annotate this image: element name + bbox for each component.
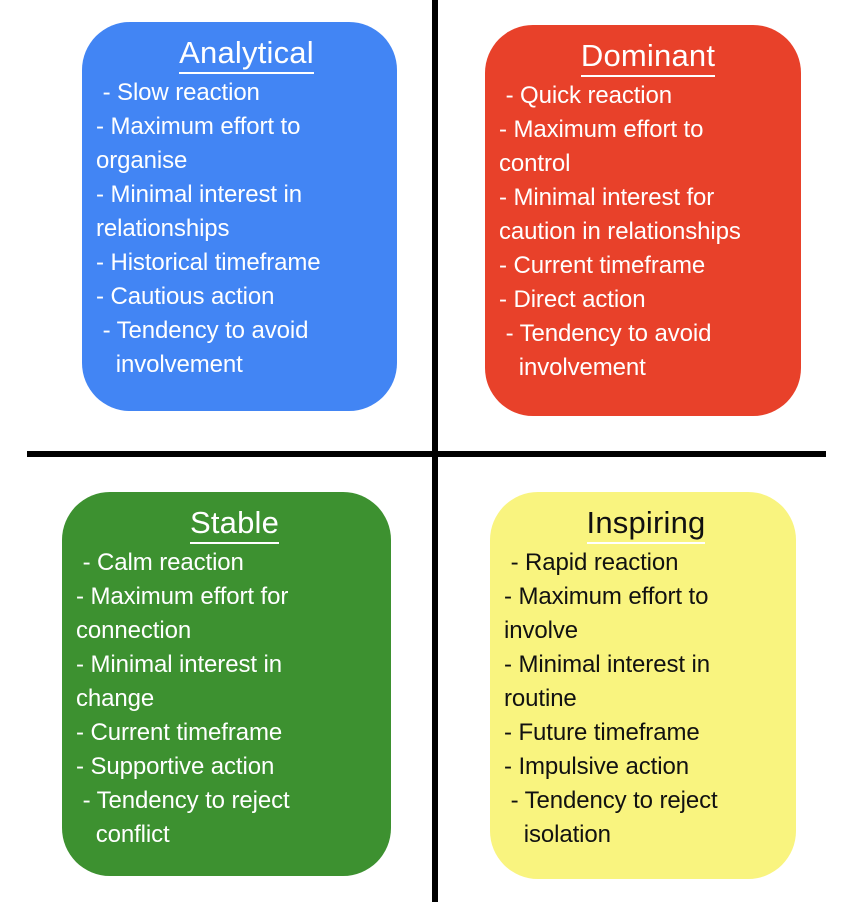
list-item: - Maximum effort to organise (96, 112, 301, 174)
quadrant-title-stable: Stable (92, 505, 377, 544)
list-item: - Supportive action (76, 753, 275, 781)
list-item: - Minimal interest in routine (504, 650, 710, 713)
list-item: - Quick reaction (499, 81, 673, 109)
list-item: - Tendency to reject isolation (510, 787, 718, 849)
quadrant-trait-list-analytical: - Slow reaction - Maximum effort to orga… (96, 76, 383, 383)
quadrant-title-text: Analytical (179, 35, 314, 74)
quadrant-card-analytical[interactable]: Analytical - Slow reaction - Maximum eff… (82, 22, 397, 411)
horizontal-divider-line (27, 451, 826, 457)
quadrant-title-text: Inspiring (586, 505, 706, 544)
quadrant-card-stable[interactable]: Stable - Calm reaction - Maximum effort … (62, 492, 391, 876)
list-item: - Impulsive action (504, 753, 689, 781)
list-item: - Tendency to reject conflict (82, 787, 290, 849)
quadrant-card-inspiring[interactable]: Inspiring - Rapid reaction - Maximum eff… (490, 492, 796, 879)
list-item: - Minimal interest for caution in relati… (499, 183, 741, 246)
quadrant-card-dominant[interactable]: Dominant - Quick reaction - Maximum effo… (485, 25, 801, 416)
list-item: - Maximum effort to involve (504, 582, 709, 644)
list-item: - Tendency to avoid involvement (102, 317, 309, 379)
list-item: - Minimal interest in relationships (96, 180, 302, 243)
quadrant-title-analytical: Analytical (110, 35, 383, 74)
quadrant-trait-list-dominant: - Quick reaction - Maximum effort to con… (499, 79, 787, 386)
list-item: - Minimal interest in change (76, 650, 282, 713)
quadrant-title-text: Stable (189, 505, 280, 544)
list-item: - Rapid reaction (504, 548, 679, 576)
list-item: - Cautious action (96, 283, 275, 311)
list-item: - Direct action (499, 286, 646, 314)
quadrant-trait-list-stable: - Calm reaction - Maximum effort for con… (76, 546, 377, 853)
list-item: - Slow reaction (96, 78, 260, 106)
list-item: - Calm reaction (76, 548, 244, 576)
list-item: - Maximum effort for connection (76, 582, 289, 644)
list-item: - Future timeframe (504, 719, 700, 747)
list-item: - Historical timeframe (96, 249, 321, 277)
quadrant-title-inspiring: Inspiring (510, 505, 782, 544)
quadrant-trait-list-inspiring: - Rapid reaction - Maximum effort to inv… (504, 546, 782, 853)
list-item: - Current timeframe (499, 252, 706, 280)
quadrant-title-dominant: Dominant (509, 38, 787, 77)
list-item: - Current timeframe (76, 719, 283, 747)
list-item: - Tendency to avoid involvement (505, 320, 712, 382)
quadrant-title-text: Dominant (580, 38, 716, 77)
list-item: - Maximum effort to control (499, 115, 704, 177)
